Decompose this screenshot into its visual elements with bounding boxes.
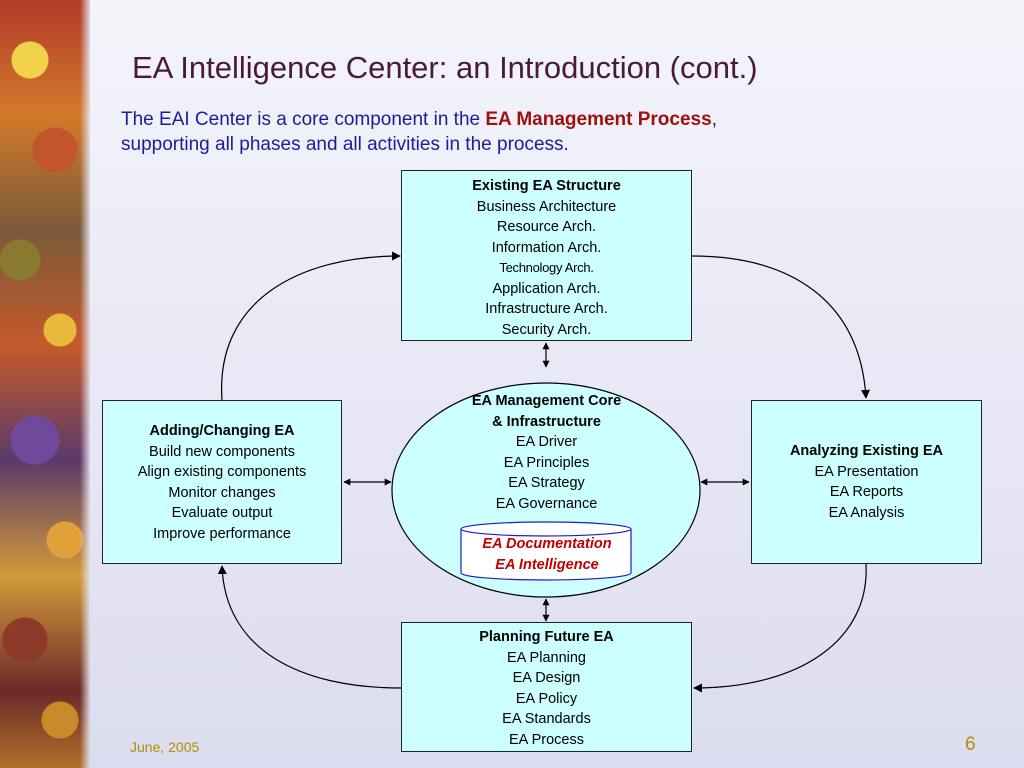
subtitle-highlight: EA Management Process	[485, 109, 712, 130]
planning-future-ea-box: Planning Future EA EA Planning EA Design…	[401, 622, 692, 752]
box-item: Information Arch.	[491, 239, 602, 256]
box-item: Monitor changes	[168, 484, 276, 501]
arc-left-to-top	[221, 251, 401, 401]
box-item: Security Arch.	[501, 321, 592, 338]
box-item: Infrastructure Arch.	[485, 301, 608, 317]
subtitle-line2: supporting all phases and all activities…	[121, 134, 569, 155]
arc-top-to-right	[691, 255, 870, 399]
database-icon	[460, 521, 632, 581]
ea-management-core: EA Management Core & Infrastructure EA D…	[392, 383, 701, 598]
subtitle-comma: ,	[711, 109, 717, 130]
box-item: Resource Arch.	[496, 219, 597, 235]
box-title: Existing EA Structure	[472, 178, 621, 194]
box-item: EA Presentation	[814, 463, 919, 480]
box-item: Evaluate output	[171, 505, 273, 521]
box-item: EA Process	[509, 731, 584, 748]
core-item: EA Strategy	[508, 475, 585, 491]
analyzing-existing-ea-box: Analyzing Existing EA EA Presentation EA…	[751, 400, 982, 564]
decorative-side-strip	[0, 0, 90, 768]
box-item: Technology Arch.	[499, 260, 594, 275]
ea-documentation-label: EA Documentation EA Intelligence	[462, 534, 632, 575]
core-title-line2: & Infrastructure	[492, 413, 601, 430]
box-item: EA Design	[512, 670, 581, 686]
box-title: Planning Future EA	[479, 629, 614, 645]
box-item: Build new components	[149, 443, 295, 460]
doc-line2: EA Intelligence	[495, 556, 599, 573]
box-item: EA Reports	[829, 484, 904, 500]
box-item: Align existing components	[137, 464, 307, 480]
box-item: EA Policy	[515, 690, 578, 707]
footer-date: June, 2005	[130, 739, 200, 755]
core-title-line1: EA Management Core	[471, 393, 622, 409]
slide-subtitle: The EAI Center is a core component in th…	[121, 107, 981, 157]
doc-line1: EA Documentation	[482, 536, 612, 552]
existing-ea-structure-box: Existing EA Structure Business Architect…	[401, 170, 692, 341]
box-item: Improve performance	[153, 525, 291, 542]
arc-bottom-to-left	[217, 565, 402, 689]
box-item: Application Arch.	[492, 280, 601, 297]
box-item: EA Analysis	[828, 504, 905, 521]
box-title: Analyzing Existing EA	[789, 443, 944, 459]
page-number: 6	[965, 734, 976, 755]
box-item: EA Standards	[502, 711, 591, 727]
adding-changing-ea-box: Adding/Changing EA Build new components …	[102, 400, 342, 564]
core-item: EA Principles	[503, 454, 590, 471]
box-item: Business Architecture	[476, 198, 617, 215]
box-title: Adding/Changing EA	[149, 423, 295, 439]
core-item: EA Driver	[515, 434, 578, 450]
core-item: EA Governance	[495, 495, 598, 512]
subtitle-prefix: The EAI Center is a core component in th…	[121, 109, 486, 130]
slide-title: EA Intelligence Center: an Introduction …	[132, 50, 758, 85]
box-item: EA Planning	[506, 649, 586, 666]
arc-right-to-bottom	[693, 563, 867, 693]
